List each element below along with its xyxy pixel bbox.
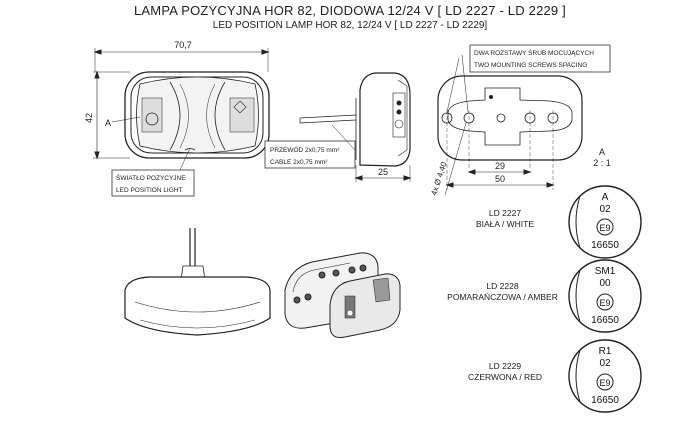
stamp-number: 16650 <box>591 395 619 406</box>
variant-code: LD 2227 <box>488 208 522 218</box>
variant-ld2228: LD 2228 POMARAŃCZOWA / AMBER <box>430 281 575 303</box>
screws-label-pl: DWA ROZSTAWY ŚRUB MOCUJĄCYCH <box>474 48 594 57</box>
detail-a-label: A <box>105 118 111 128</box>
front-view <box>93 48 270 160</box>
cable-label-pl: PRZEWÓD 2x0,75 mm² <box>270 145 340 154</box>
stamp-number: 16650 <box>591 240 619 251</box>
dim-spacing-inner: 29 <box>495 161 505 171</box>
light-label-en: LED POSITION LIGHT <box>116 187 182 194</box>
light-label-pl: ŚWIATŁO POZYCYJNE <box>116 173 186 182</box>
cable-label-en: CABLE 2x0,75 mm² <box>270 159 328 166</box>
variant-ld2229: LD 2229 CZERWONA / RED <box>440 361 570 383</box>
dim-depth: 25 <box>378 167 388 177</box>
stamp-line2: 02 <box>599 358 611 369</box>
stamp-approval: E9 <box>599 378 610 388</box>
variant-color: CZERWONA / RED <box>468 372 542 382</box>
stamp-line2: 00 <box>599 278 611 289</box>
scale-value: 2 : 1 <box>593 158 611 168</box>
stamp-approval: E9 <box>599 223 610 233</box>
variant-code: LD 2228 <box>486 281 519 291</box>
screws-label-en: TWO MOUNTING SCREWS SPACING <box>474 62 587 69</box>
variant-color: POMARAŃCZOWA / AMBER <box>447 292 558 302</box>
dim-width: 70,7 <box>174 40 192 50</box>
marking-stamps <box>568 185 642 413</box>
dim-spacing-outer: 50 <box>495 174 505 184</box>
stamp-approval: E9 <box>599 298 610 308</box>
variant-ld2227: LD 2227 BIAŁA / WHITE <box>440 208 570 230</box>
title-polish: LAMPA POZYCYJNA HOR 82, DIODOWA 12/24 V … <box>134 3 566 18</box>
dim-height: 42 <box>84 113 94 123</box>
stamp-ld2227: A 02 E9 16650 <box>591 192 619 251</box>
stamp-number: 16650 <box>591 315 619 326</box>
bottom-view <box>124 228 271 336</box>
title-english: LED POSITION LAMP HOR 82, 12/24 V [ LD 2… <box>212 20 488 31</box>
scale-detail-label: A <box>599 147 605 157</box>
isometric-views <box>284 252 401 338</box>
stamp-ld2228: SM1 00 E9 16650 <box>591 266 619 326</box>
side-view <box>299 72 412 182</box>
stamp-mark: SM1 <box>595 266 616 277</box>
stamp-line2: 02 <box>599 204 611 215</box>
stamp-mark: A <box>602 192 609 203</box>
variant-color: BIAŁA / WHITE <box>475 219 535 229</box>
stamp-mark: R1 <box>599 346 612 357</box>
stamp-ld2229: R1 02 E9 16650 <box>591 346 619 406</box>
variant-code: LD 2229 <box>488 361 522 371</box>
rear-view <box>437 54 583 196</box>
